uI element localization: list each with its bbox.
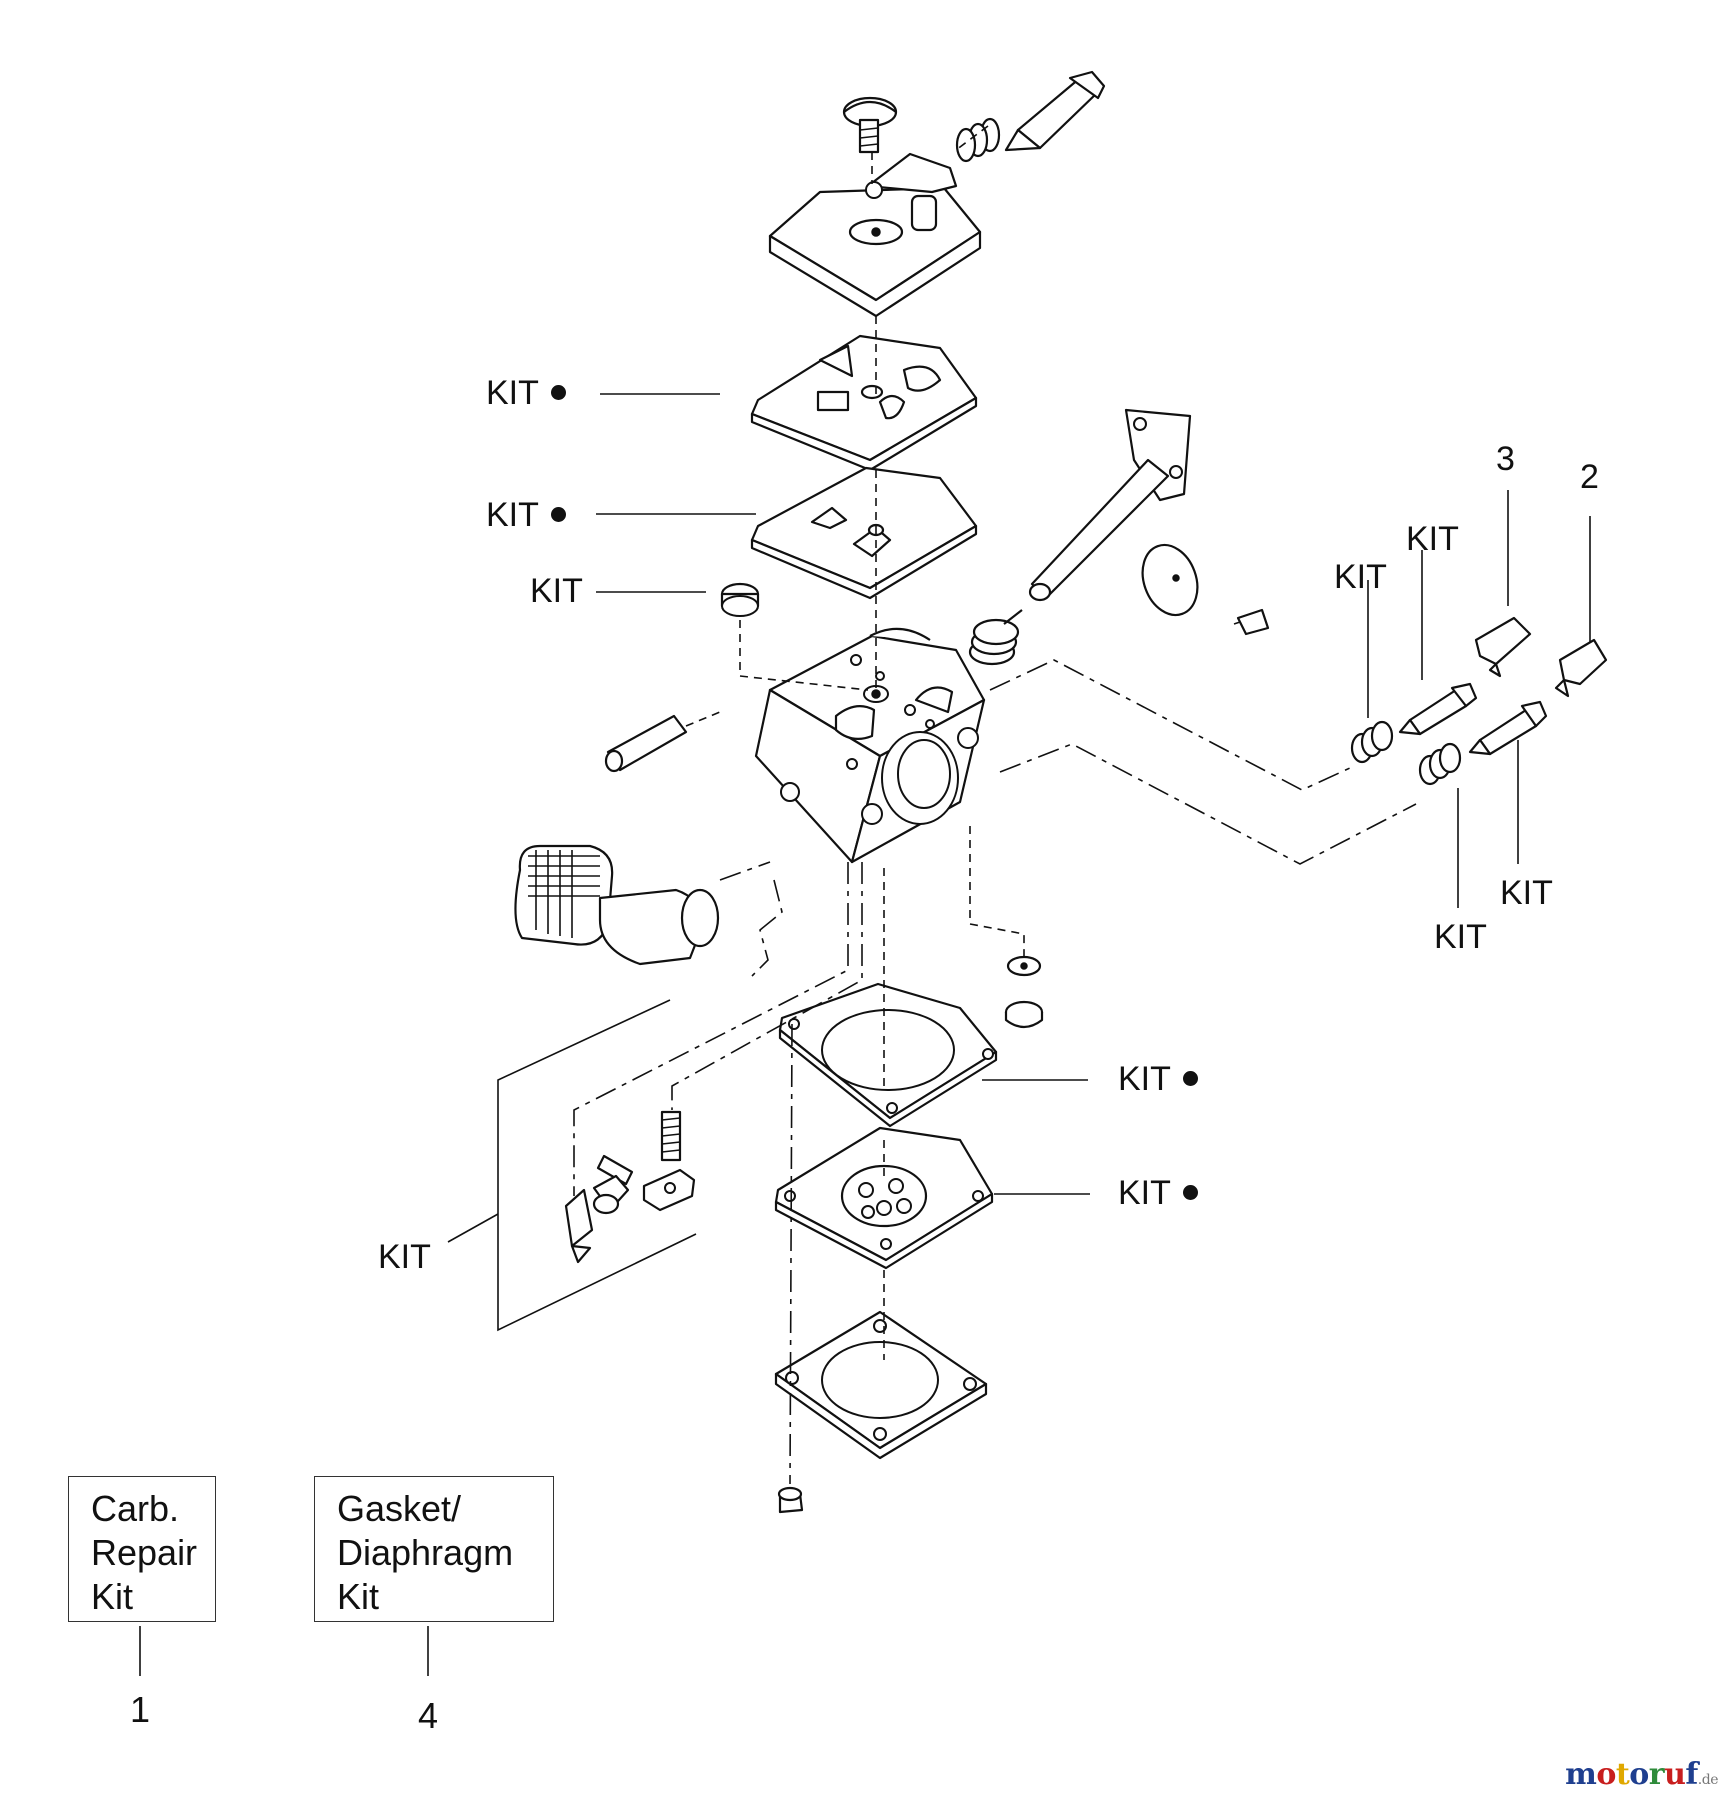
kit-bullet: [550, 506, 566, 522]
carburetor-body: [754, 627, 986, 864]
inlet-screen: [720, 582, 760, 617]
kit-label-metering-diaphragm: KIT: [1118, 1176, 1198, 1210]
legend-carb-repair-kit: Carb. Repair Kit: [68, 1476, 216, 1622]
metering-spring: [660, 1110, 682, 1162]
kit-label-needle-1: KIT: [1406, 520, 1459, 558]
kit-bullet: [1182, 1184, 1198, 1200]
needle-1: [1398, 682, 1478, 736]
callout-number-2: 2: [1580, 458, 1599, 496]
needle-lever-screw: [592, 1174, 630, 1215]
pump-diaphragm: [750, 466, 978, 600]
throttle-spring: [968, 609, 1023, 666]
pump-cover: [768, 152, 982, 318]
metering-diaphragm: [774, 1126, 994, 1270]
callout-number-3: 3: [1496, 440, 1515, 478]
needle-spring-1: [1350, 720, 1394, 764]
metering-cover: [774, 1310, 988, 1460]
kit-bullet: [550, 384, 566, 400]
kit-label-needle-spring-1: KIT: [1334, 558, 1387, 596]
kit-label-inlet-needle-parts: KIT: [378, 1238, 431, 1276]
legend-gasket-diaphragm-kit: Gasket/ Diaphragm Kit: [314, 1476, 554, 1622]
throttle-plate: [1141, 543, 1199, 617]
metering-lever: [642, 1168, 696, 1212]
cover-screw-bottom: [777, 1486, 804, 1514]
kit-label-pump-diaphragm: KIT: [486, 498, 566, 532]
assembly-lines: [573, 125, 1417, 1485]
kit-label-pump-gasket: KIT: [486, 376, 566, 410]
inlet-needle: [564, 1188, 594, 1264]
limiter-cap-3: [1474, 616, 1532, 678]
leader-lines: [139, 393, 1591, 1676]
pump-gasket-upper: [750, 334, 978, 472]
adjustment-screw-top: [1004, 70, 1106, 152]
limiter-cap-2: [1554, 638, 1608, 698]
legend-number-1: 1: [130, 1689, 151, 1730]
kit-label-needle-2: KIT: [1500, 874, 1553, 912]
kit-bullet: [1182, 1070, 1198, 1086]
lower-plug: [1004, 1000, 1044, 1029]
lower-screen: [1006, 955, 1042, 977]
kit-label-inlet-screen: KIT: [530, 572, 583, 610]
cover-screw: [842, 96, 898, 154]
needle-2: [1468, 700, 1548, 756]
spring-top: [955, 117, 1001, 163]
fuel-line-filter: [514, 844, 720, 966]
kit-label-needle-spring-2: KIT: [1434, 918, 1487, 956]
pin: [604, 714, 688, 773]
fulcrum-pin: [596, 1154, 634, 1186]
needle-spring-2: [1418, 742, 1462, 786]
throttle-shaft: [1028, 408, 1192, 602]
metering-gasket: [778, 982, 998, 1128]
plate-screw: [1233, 608, 1270, 636]
legend-number-4: 4: [418, 1695, 439, 1736]
kit-label-metering-gasket: KIT: [1118, 1062, 1198, 1096]
site-watermark: motoruf.de: [1565, 1757, 1718, 1792]
